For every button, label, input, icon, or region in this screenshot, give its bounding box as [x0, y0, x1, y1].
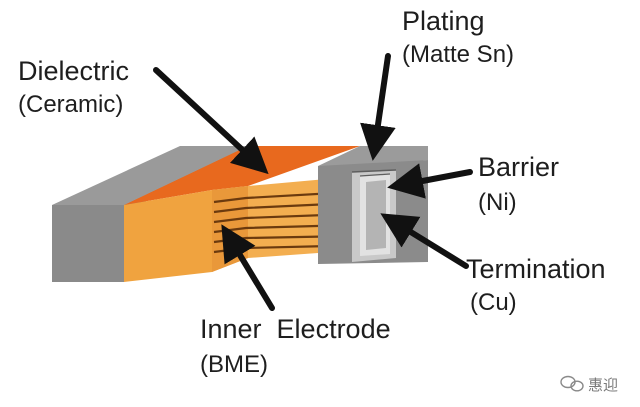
chat-bubble-icon — [560, 375, 584, 392]
capacitor-body — [52, 146, 428, 282]
left-termination-front — [52, 205, 124, 282]
termination-copper-layer — [366, 180, 386, 250]
label-dielectric-name: Dielectric — [18, 56, 129, 86]
label-barrier: Barrier (Ni) — [478, 152, 559, 216]
label-termination-detail: (Cu) — [470, 289, 517, 316]
ceramic-top-face — [124, 146, 360, 205]
inner-electrode-arrow — [221, 224, 275, 311]
label-inner-electrode: Inner Electrode (BME) — [200, 314, 391, 378]
label-inner-electrode-detail: (BME) — [200, 351, 268, 378]
label-plating-detail: (Matte Sn) — [402, 41, 514, 68]
label-termination-name: Termination — [466, 254, 606, 284]
ceramic-front-face — [124, 190, 212, 282]
pointer-arrows — [153, 53, 473, 311]
left-termination-top — [52, 146, 248, 205]
label-barrier-detail: (Ni) — [478, 189, 517, 216]
label-plating-name: Plating — [402, 6, 485, 36]
barrier-arrow — [387, 163, 473, 199]
label-dielectric-detail: (Ceramic) — [18, 91, 123, 118]
watermark: 惠迎 — [560, 375, 618, 394]
dielectric-arrow — [153, 67, 269, 175]
label-dielectric: Dielectric (Ceramic) — [18, 56, 129, 118]
label-plating: Plating (Matte Sn) — [402, 6, 514, 68]
label-termination: Termination (Cu) — [466, 254, 606, 316]
label-barrier-name: Barrier — [478, 152, 559, 182]
watermark-text: 惠迎 — [588, 376, 618, 394]
plating-arrow — [360, 53, 396, 161]
termination-arrow — [380, 213, 469, 269]
label-inner-electrode-name: Inner Electrode — [200, 314, 391, 344]
